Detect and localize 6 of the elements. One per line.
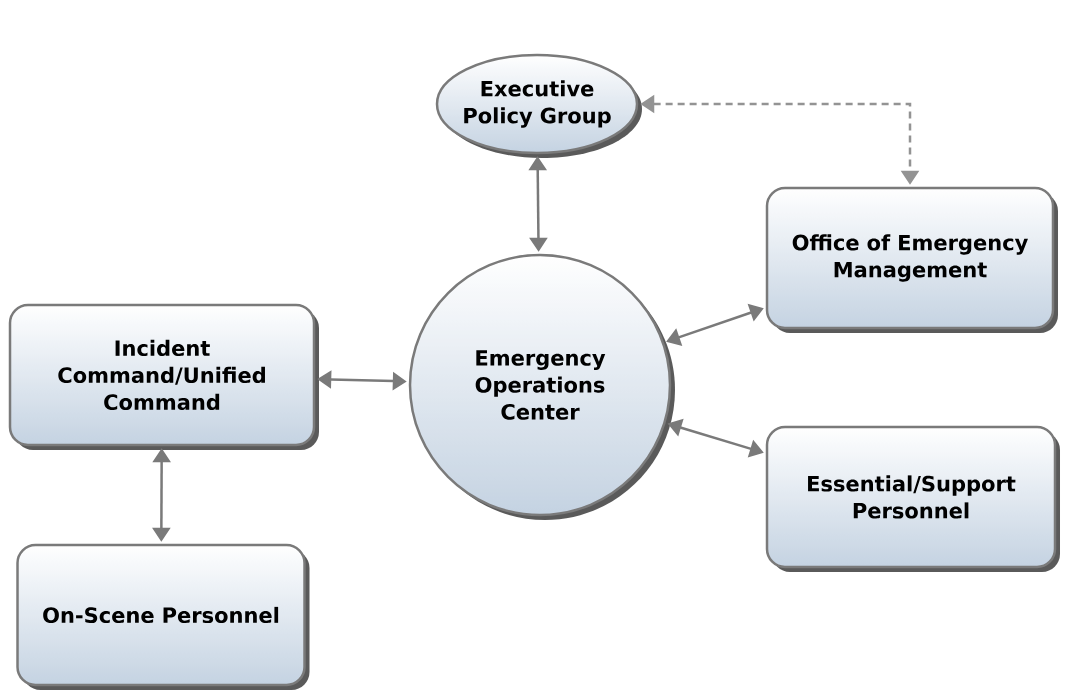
rounded-box: Incident Command/Unified Command	[8, 303, 319, 450]
rounded-box: Office of Emergency Management	[765, 186, 1058, 333]
circle-node: Emergency Operations Center	[408, 253, 675, 520]
rounded-box: On-Scene Personnel	[16, 543, 310, 690]
rounded-box: Essential/Support Personnel	[765, 425, 1060, 572]
ellipse-node: Executive Policy Group	[435, 53, 642, 158]
